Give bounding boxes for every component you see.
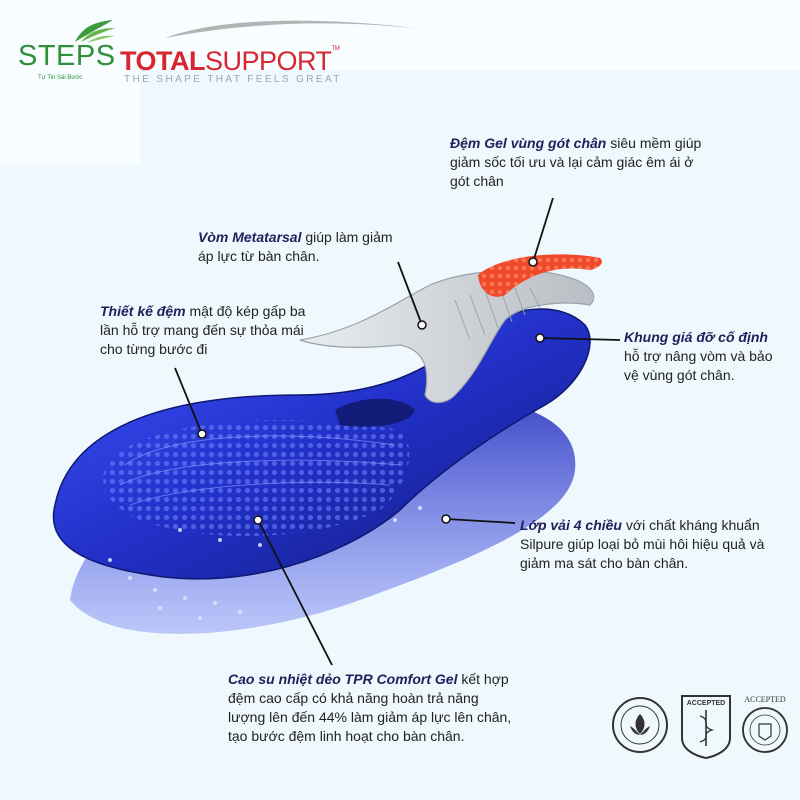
total-support-logo: TOTALSUPPORTTM THE SHAPE THAT FEELS GREA… bbox=[120, 14, 415, 85]
callout-heel-gel-text: siêu mềm giúp giảm sốc tối ưu và lại cảm… bbox=[450, 135, 702, 189]
quality-badge bbox=[610, 690, 670, 760]
callout-fabric-layer-text: với chất kháng khuẩn Silpure giúp loại b… bbox=[520, 517, 765, 571]
leader-dots bbox=[197, 257, 545, 525]
ts-trademark: TM bbox=[331, 46, 340, 52]
swoosh-icon bbox=[165, 20, 415, 38]
callout-cushion-design-text: mật độ kép gấp ba lần hỗ trợ mang đến sự… bbox=[100, 303, 306, 357]
badge-2-label: ACCEPTED bbox=[687, 700, 726, 707]
forefoot-cushion bbox=[103, 420, 410, 537]
callout-tpr-gel-title: Cao su nhiệt dẻo TPR Comfort Gel bbox=[228, 671, 458, 687]
callout-cushion-design: Thiết kế đệm mật độ kép gấp ba lần hỗ tr… bbox=[100, 302, 310, 359]
leader-lines bbox=[174, 197, 621, 666]
caduceus-seal-icon: ACCEPTED bbox=[681, 695, 731, 760]
accepted-badge-2: ACCEPTED bbox=[735, 690, 795, 760]
total-support-tagline: THE SHAPE THAT FEELS GREAT bbox=[124, 74, 342, 85]
callout-metatarsal: Vòm Metatarsal giúp làm giảm áp lực từ b… bbox=[198, 228, 408, 266]
arch-window bbox=[335, 398, 415, 427]
accepted-badge-1: ACCEPTED bbox=[678, 690, 738, 760]
steps-logo: STEPS Tự Tin Sải Bước bbox=[18, 18, 118, 88]
callout-tpr-gel-text: kết hợp đệm cao cấp có khả năng hoàn trả… bbox=[228, 671, 512, 744]
lotus-seal-icon bbox=[612, 697, 668, 753]
badge-3-label: ACCEPTED bbox=[744, 695, 786, 704]
callout-support-frame: Khung giá đỡ cố định hỗ trợ nâng vòm và … bbox=[624, 328, 774, 385]
forefoot-cushion-grid bbox=[119, 435, 401, 506]
callout-metatarsal-title: Vòm Metatarsal bbox=[198, 229, 302, 245]
callout-fabric-layer-title: Lớp vải 4 chiều bbox=[520, 517, 622, 533]
callout-heel-gel-title: Đệm Gel vùng gót chân bbox=[450, 135, 607, 151]
ts-support-text: SUPPORT bbox=[205, 46, 332, 76]
callout-fabric-layer: Lớp vải 4 chiều với chất kháng khuẩn Sil… bbox=[520, 516, 780, 573]
callout-support-frame-text: hỗ trợ nâng vòm và bảo vệ vùng gót chân. bbox=[624, 348, 773, 383]
callout-metatarsal-text: giúp làm giảm áp lực từ bàn chân. bbox=[198, 229, 393, 264]
callout-cushion-design-title: Thiết kế đệm bbox=[100, 303, 186, 319]
perforation-dots bbox=[108, 506, 447, 620]
callout-tpr-gel: Cao su nhiệt dẻo TPR Comfort Gel kết hợp… bbox=[228, 670, 518, 746]
steps-leaves-icon bbox=[75, 20, 115, 43]
steps-tagline: Tự Tin Sải Bước bbox=[38, 75, 83, 81]
ts-total-text: TOTAL bbox=[120, 46, 206, 76]
total-support-wordmark: TOTALSUPPORTTM bbox=[120, 46, 340, 77]
callout-support-frame-title: Khung giá đỡ cố định bbox=[624, 329, 768, 345]
heel-gel-pad-texture bbox=[478, 254, 602, 297]
podiatric-seal-icon: ACCEPTED bbox=[742, 695, 788, 753]
callout-heel-gel: Đệm Gel vùng gót chân siêu mềm giúp giảm… bbox=[450, 134, 710, 191]
steps-wordmark: STEPS bbox=[18, 40, 116, 72]
